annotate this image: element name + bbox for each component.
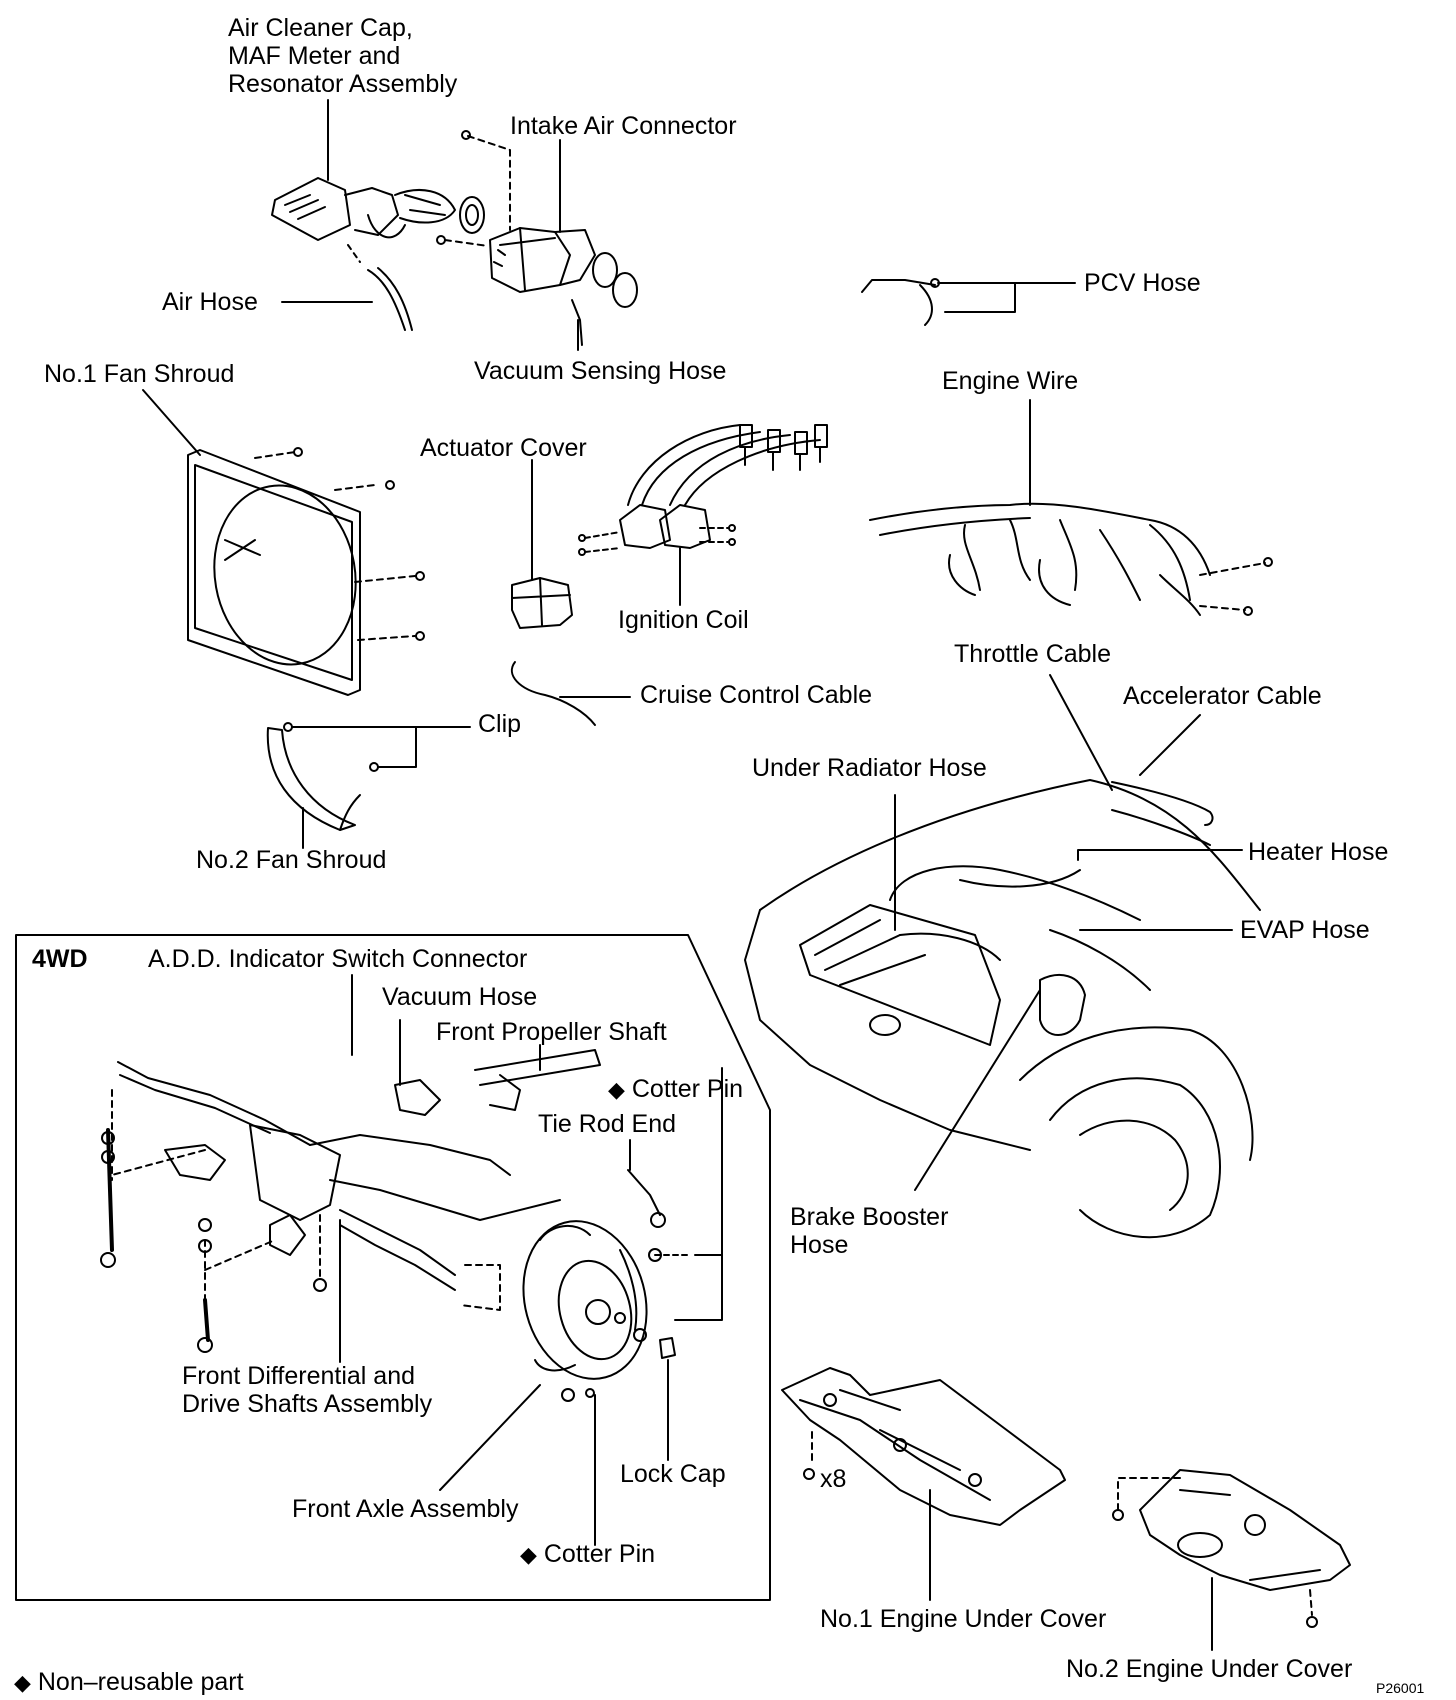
label-brake-booster-hose: Brake Booster Hose: [790, 1203, 949, 1259]
front-differential-drawing: [117, 1049, 601, 1291]
dashed-intake-bolt2: [444, 239, 489, 247]
legend-non-reusable: ◆ Non–reusable part: [14, 1668, 244, 1696]
non-reusable-diamond-icon: ◆: [14, 1670, 31, 1695]
leader-pcv-hose: [937, 282, 1016, 313]
leader-brake-booster-hose: [914, 989, 1041, 1191]
label-no1-fan-shroud: No.1 Fan Shroud: [44, 360, 235, 388]
label-x8: x8: [820, 1465, 847, 1493]
no2-engine-under-cover-drawing: [1139, 1469, 1351, 1591]
figure-code: P26001: [1376, 1680, 1425, 1696]
front-axle-drawing: [522, 1220, 648, 1380]
label-air-cleaner-cap: Air Cleaner Cap, MAF Meter and Resonator…: [228, 14, 458, 98]
label-vacuum-hose: Vacuum Hose: [382, 983, 538, 1011]
throttle-cable-drawing: [1111, 809, 1211, 846]
4wd-box-outline: [15, 934, 771, 1601]
accelerator-cable-drawing: [1111, 781, 1214, 826]
label-4wd: 4WD: [32, 945, 88, 973]
tie-rod-end-drawing: [627, 1169, 661, 1216]
label-lock-cap: Lock Cap: [620, 1460, 726, 1488]
label-clip: Clip: [478, 710, 522, 738]
label-intake-air-connector: Intake Air Connector: [510, 112, 737, 140]
no1-engine-under-cover-drawing: [781, 1367, 1066, 1526]
engine-wire-drawing: [869, 502, 1211, 616]
leader-accelerator-cable: [1139, 714, 1201, 776]
leader-no1-fan-shroud: [142, 389, 201, 456]
label-tie-rod-end: Tie Rod End: [538, 1110, 677, 1138]
label-cotter-pin-top: ◆ Cotter Pin: [608, 1075, 744, 1103]
no2-fan-shroud-drawing: [266, 727, 361, 831]
leader-front-axle: [439, 1384, 541, 1491]
air-cleaner-cap-drawing: [271, 177, 485, 241]
dashed-intake-bolt: [467, 135, 511, 231]
pcv-hose-drawing: [861, 278, 940, 326]
label-accelerator-cable: Accelerator Cable: [1123, 682, 1322, 710]
label-ignition-coil: Ignition Coil: [618, 606, 749, 634]
intake-air-connector-drawing: [489, 227, 638, 308]
label-air-hose: Air Hose: [162, 288, 258, 316]
label-no2-engine-under-cover: No.2 Engine Under Cover: [1066, 1655, 1353, 1683]
vacuum-sensing-hose-drawing: [571, 299, 583, 346]
label-actuator-cover: Actuator Cover: [420, 434, 587, 462]
label-vacuum-sensing-hose: Vacuum Sensing Hose: [474, 357, 727, 385]
label-cruise-control-cable: Cruise Control Cable: [640, 681, 873, 709]
ignition-coil-drawing: [619, 424, 828, 549]
leader-throttle-cable: [1049, 674, 1113, 791]
label-engine-wire: Engine Wire: [942, 367, 1079, 395]
label-no2-fan-shroud: No.2 Fan Shroud: [196, 846, 387, 874]
non-reusable-diamond-icon: ◆: [520, 1542, 537, 1567]
label-evap-hose: EVAP Hose: [1240, 916, 1370, 944]
label-no1-engine-under-cover: No.1 Engine Under Cover: [820, 1605, 1107, 1633]
non-reusable-diamond-icon: ◆: [608, 1077, 625, 1102]
actuator-cover-drawing: [511, 577, 573, 629]
label-heater-hose: Heater Hose: [1248, 838, 1389, 866]
air-hose-drawing2: [377, 267, 413, 331]
label-pcv-hose: PCV Hose: [1084, 269, 1201, 297]
label-front-propeller-shaft: Front Propeller Shaft: [436, 1018, 667, 1046]
label-under-radiator-hose: Under Radiator Hose: [752, 754, 987, 782]
air-hose-drawing: [367, 269, 406, 331]
no1-fan-shroud-drawing: [187, 449, 361, 696]
vehicle-front-drawing: [744, 779, 1261, 1239]
label-front-differential: Front Differential and Drive Shafts Asse…: [182, 1362, 433, 1418]
label-throttle-cable: Throttle Cable: [954, 640, 1112, 668]
cruise-control-cable-drawing: [510, 661, 596, 726]
leader-cotter-pin-top: [674, 1254, 723, 1321]
label-front-axle-assembly: Front Axle Assembly: [292, 1495, 519, 1523]
leader-clip-2: [377, 726, 417, 768]
label-cotter-pin-bottom: ◆ Cotter Pin: [520, 1540, 656, 1568]
label-add-indicator-switch-connector: A.D.D. Indicator Switch Connector: [148, 945, 528, 973]
leader-heater-hose: [1077, 849, 1243, 861]
